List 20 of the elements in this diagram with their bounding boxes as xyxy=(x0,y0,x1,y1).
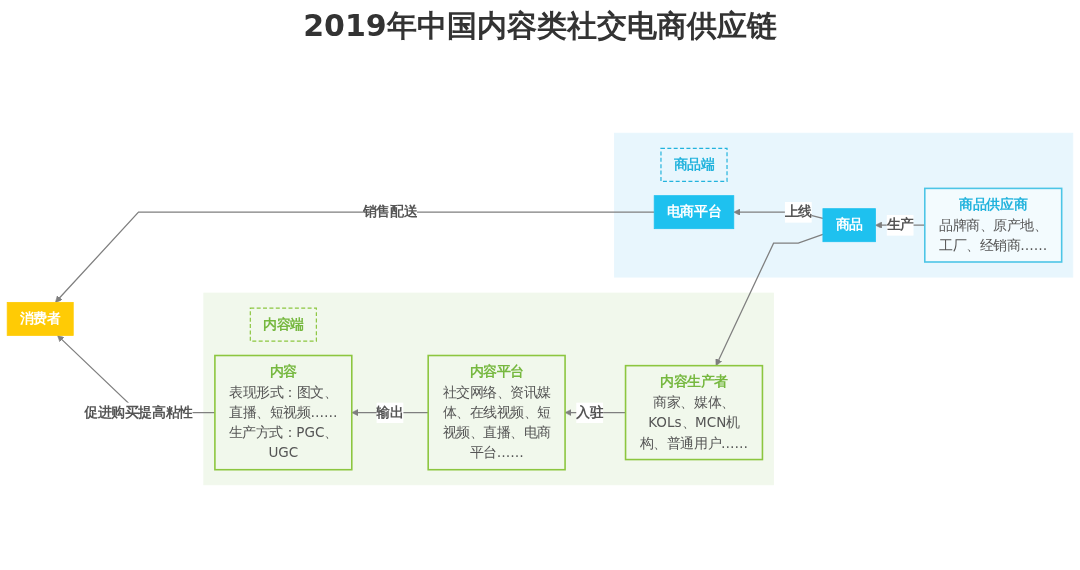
edge-label: 入驻 xyxy=(576,404,604,420)
node-box: 内容 表现形式：图文、直播、短视频…… 生产方式：PGC、UGC xyxy=(214,354,353,471)
node-box: 电商平台 xyxy=(653,195,735,230)
edge-label: 输出 xyxy=(376,404,404,420)
diagram-title: 2019年中国内容类社交电商供应链 xyxy=(302,7,778,45)
arrow xyxy=(715,233,824,366)
node-box: 商品供应商 品牌商、原产地、工厂、经销商…… xyxy=(924,187,1063,263)
node-box: 商品端 xyxy=(660,147,728,182)
arrow xyxy=(55,211,655,303)
edge-label: 销售配送 xyxy=(362,203,418,220)
node-box: 商品 xyxy=(822,208,876,243)
node-box: 内容端 xyxy=(249,307,317,342)
node-box: 消费者 xyxy=(6,302,74,336)
edge-label: 促进购买提高粘性 xyxy=(84,404,193,420)
cluster xyxy=(614,132,1074,278)
edge-label: 生产 xyxy=(886,216,914,233)
edge-label: 上线 xyxy=(784,203,812,220)
cluster xyxy=(203,292,774,486)
node-box: 内容平台 社交网络、资讯媒体、在线视频、短视频、直播、电商平台…… xyxy=(427,354,566,471)
node-box: 内容生产者 商家、媒体、KOLs、MCN机构、普通用户…… xyxy=(624,364,764,461)
